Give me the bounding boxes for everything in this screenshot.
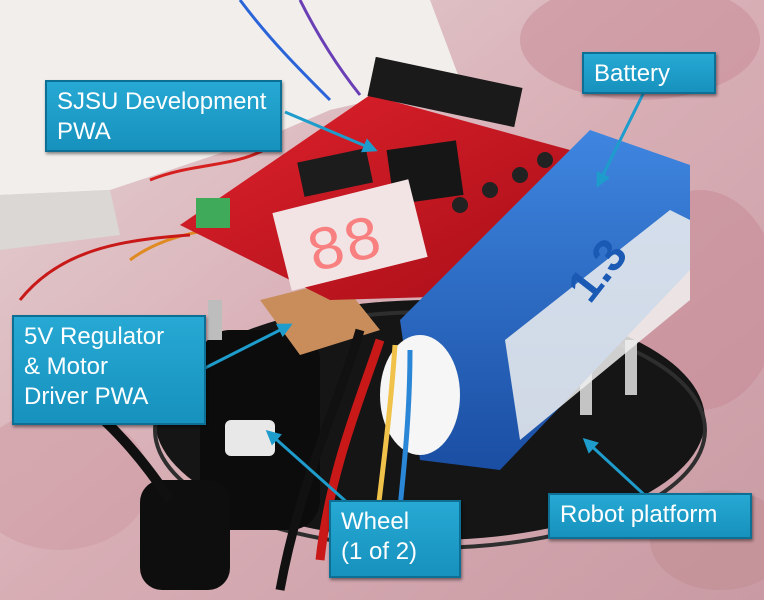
label-line: 5V Regulator [24,323,165,350]
buttons [482,182,498,198]
standoff [208,300,222,340]
wheel-hub [225,420,275,456]
label-sjsu-development-pwa: SJSU Development PWA [45,80,282,152]
wire-red-main [315,338,385,561]
ic-chip [297,148,373,197]
battery-label [505,210,690,440]
buttons [512,167,528,183]
white-box-side [0,190,120,250]
label-line: (1 of 2) [341,538,418,565]
label-robot-platform: Robot platform [548,493,752,539]
battery-end-cap [380,335,460,455]
arrow-regulator [204,323,293,370]
label-line: Battery [594,60,671,87]
buttons [452,197,468,213]
standoff [625,340,637,395]
seven-segment-display [272,179,428,291]
wire-red-low [18,233,191,301]
arrow-sjsu [284,110,378,153]
arrow-wheel [265,430,351,507]
wire-blue [238,0,332,102]
wire-black-main [275,328,365,591]
label-line: Robot platform [560,501,718,528]
label-line: & Motor [24,353,109,380]
label-line: Driver PWA [24,383,149,410]
label-wheel: Wheel (1 of 2) [329,500,461,578]
fabric-flower [0,410,150,550]
buttons [537,152,553,168]
label-line: Wheel [341,508,410,535]
wire-purple [298,0,362,96]
ferrite-bead [140,480,230,590]
arrow-platform [582,437,652,502]
label-line: PWA [57,118,111,145]
terminal-block [196,198,230,228]
header-pins [367,56,523,128]
seven-segment-glow: 88 [300,204,389,291]
arrow-battery [596,89,647,188]
label-battery: Battery [582,52,716,94]
battery-pack [400,130,690,470]
label-line: SJSU Development [57,88,267,115]
label-regulator-motor-driver-pwa: 5V Regulator & Motor Driver PWA [12,315,206,425]
